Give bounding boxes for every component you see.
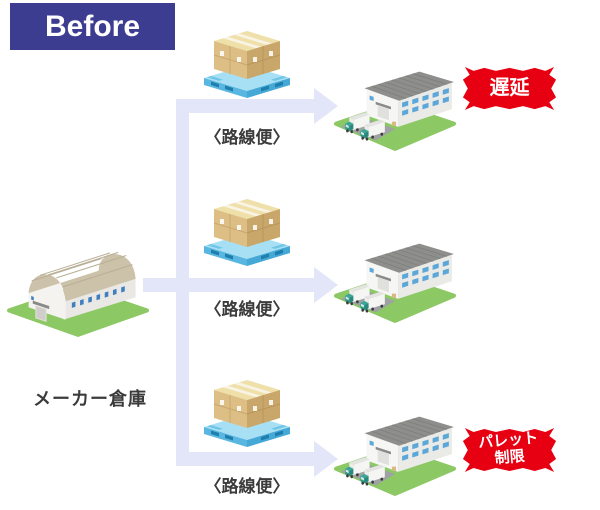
pallet-limit-badge-text: パレット 制限	[478, 429, 540, 468]
flow-line-bottom	[176, 452, 315, 466]
flow-line-top	[176, 99, 315, 113]
pallet-limit-badge: パレット 制限	[461, 425, 558, 475]
arrowhead-middle-icon	[314, 267, 338, 303]
before-banner: Before	[10, 3, 175, 50]
boxes-on-pallet-icon	[203, 379, 291, 448]
delay-badge: 遅延	[461, 64, 558, 113]
destination-warehouse-icon	[333, 230, 457, 326]
transport-label-route-2: 〈路線便〉	[204, 300, 290, 319]
destination-warehouse-icon	[333, 58, 457, 154]
transport-label-route-1: 〈路線便〉	[204, 128, 290, 147]
delay-badge-text: 遅延	[489, 77, 530, 100]
before-banner-label: Before	[44, 9, 141, 43]
flow-line-middle	[143, 278, 315, 292]
factory-warehouse-icon	[6, 230, 150, 342]
transport-label-route-3: 〈路線便〉	[204, 477, 290, 496]
boxes-on-pallet-icon	[203, 198, 291, 267]
arrowhead-top-icon	[314, 88, 338, 124]
destination-warehouse-icon	[333, 403, 457, 499]
arrowhead-bottom-icon	[314, 441, 338, 477]
source-warehouse-label: メーカー倉庫	[33, 389, 147, 409]
boxes-on-pallet-icon	[203, 30, 291, 99]
